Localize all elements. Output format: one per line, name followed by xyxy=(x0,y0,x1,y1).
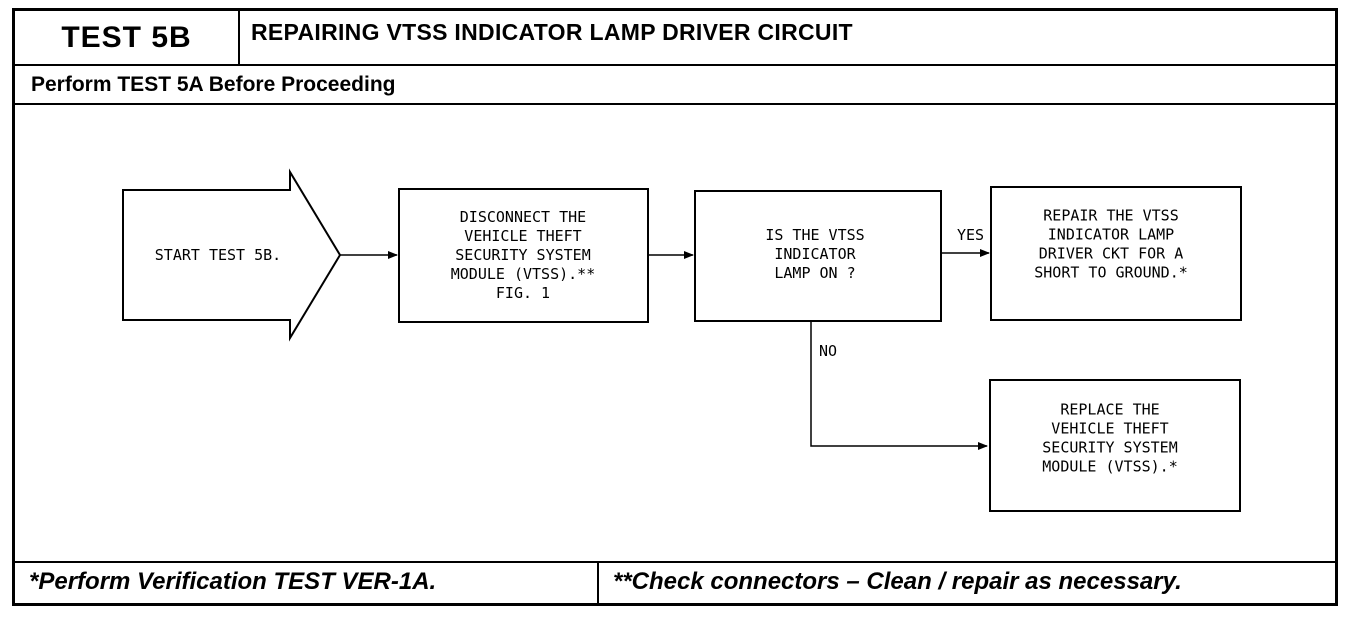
flow-text-line: IS THE VTSS xyxy=(765,226,864,244)
flow-text-line: SECURITY SYSTEM xyxy=(1042,439,1177,457)
question-box xyxy=(694,190,942,322)
connector-no xyxy=(810,321,988,450)
flow-text-line: INDICATOR xyxy=(774,245,856,263)
footer-split xyxy=(597,561,599,606)
footer-note-left: *Perform Verification TEST VER-1A. xyxy=(29,568,437,595)
flow-text-line: LAMP ON ? xyxy=(774,264,855,282)
page-title: REPAIRING VTSS INDICATOR LAMP DRIVER CIR… xyxy=(251,19,853,45)
no-label: NO xyxy=(819,342,837,360)
flow-text-line: MODULE (VTSS).** xyxy=(451,265,596,283)
flow-text-line: START TEST 5B. xyxy=(155,246,281,264)
footer-note-right: **Check connectors – Clean / repair as n… xyxy=(613,568,1182,595)
flow-text-line: SHORT TO GROUND.* xyxy=(1034,264,1188,282)
subheader-divider xyxy=(15,103,1335,105)
flow-text-line: VEHICLE THEFT xyxy=(464,227,581,245)
yes-label: YES xyxy=(957,226,984,244)
flow-text-line: DRIVER CKT FOR A xyxy=(1039,245,1184,263)
start-text: START TEST 5B. xyxy=(155,246,281,264)
start-arrow-shape xyxy=(122,168,342,342)
prerequisite-note: Perform TEST 5A Before Proceeding xyxy=(31,73,396,96)
header-divider xyxy=(15,64,1335,66)
footer-divider xyxy=(15,561,1335,563)
flow-text-line: INDICATOR LAMP xyxy=(1048,226,1174,244)
flow-text-line: VEHICLE THEFT xyxy=(1051,420,1168,438)
no-action-box xyxy=(989,379,1241,512)
flow-text-line: REPLACE THE xyxy=(1060,401,1159,419)
flow-text-line: SECURITY SYSTEM xyxy=(455,246,590,264)
diagram-frame: TEST 5B REPAIRING VTSS INDICATOR LAMP DR… xyxy=(12,8,1338,606)
flow-text-line: DISCONNECT THE xyxy=(460,208,586,226)
yes-action-box xyxy=(990,186,1242,321)
flow-text-line: FIG. 1 xyxy=(496,284,550,302)
flow-text-line: MODULE (VTSS).* xyxy=(1042,458,1177,476)
flow-text-line: REPAIR THE VTSS xyxy=(1043,207,1178,225)
